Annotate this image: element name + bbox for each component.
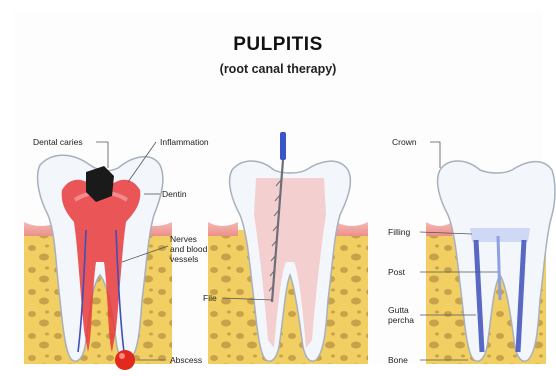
label-bone: Bone xyxy=(388,355,408,365)
label-dentin: Dentin xyxy=(162,189,187,199)
gum-right-a xyxy=(426,222,452,236)
label-gutta-percha: Gutta percha xyxy=(388,305,414,325)
label-inflammation: Inflammation xyxy=(160,137,209,147)
gum-mid-b xyxy=(336,222,368,236)
label-nerves: Nerves and blood vessels xyxy=(170,234,207,264)
gum-mid-a xyxy=(208,222,238,236)
page-title: PULPITIS xyxy=(0,34,556,56)
label-file: File xyxy=(203,293,217,303)
label-crown: Crown xyxy=(392,137,417,147)
file-handle xyxy=(280,132,286,160)
label-dental-caries: Dental caries xyxy=(33,137,83,147)
label-abscess: Abscess xyxy=(170,355,202,365)
abscess-bubble xyxy=(115,350,135,370)
post xyxy=(498,236,500,300)
label-post: Post xyxy=(388,267,405,277)
filling-material xyxy=(470,228,530,242)
page-subtitle: (root canal therapy) xyxy=(0,62,556,76)
label-filling: Filling xyxy=(388,227,410,237)
